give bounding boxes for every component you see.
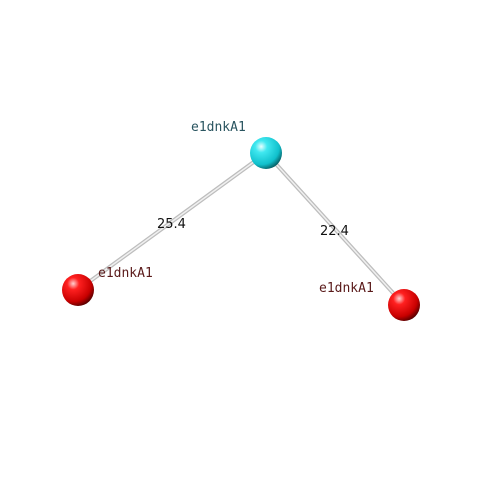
edge-label-n1-n3: 22.4 <box>320 224 349 239</box>
edges-layer <box>76 151 406 307</box>
node-n2-sphere[interactable] <box>62 274 94 306</box>
node-labels-layer: e1dnkA1 e1dnkA1 e1dnkA1 <box>98 120 374 296</box>
edge-n1-n2[interactable] <box>76 151 268 292</box>
node-label-n1: e1dnkA1 <box>191 120 246 135</box>
node-label-n2: e1dnkA1 <box>98 266 153 281</box>
nodes-layer <box>62 137 420 321</box>
edge-labels-layer: 25.4 22.4 <box>157 217 349 239</box>
node-n1-sphere[interactable] <box>250 137 282 169</box>
edge-label-n1-n2: 25.4 <box>157 217 186 232</box>
node-n3-sphere[interactable] <box>388 289 420 321</box>
edge-n1-n3[interactable] <box>264 151 406 307</box>
node-label-n3: e1dnkA1 <box>319 281 374 296</box>
edge-n1-n3-highlight <box>265 152 405 306</box>
edge-n1-n2-highlight <box>77 152 267 291</box>
